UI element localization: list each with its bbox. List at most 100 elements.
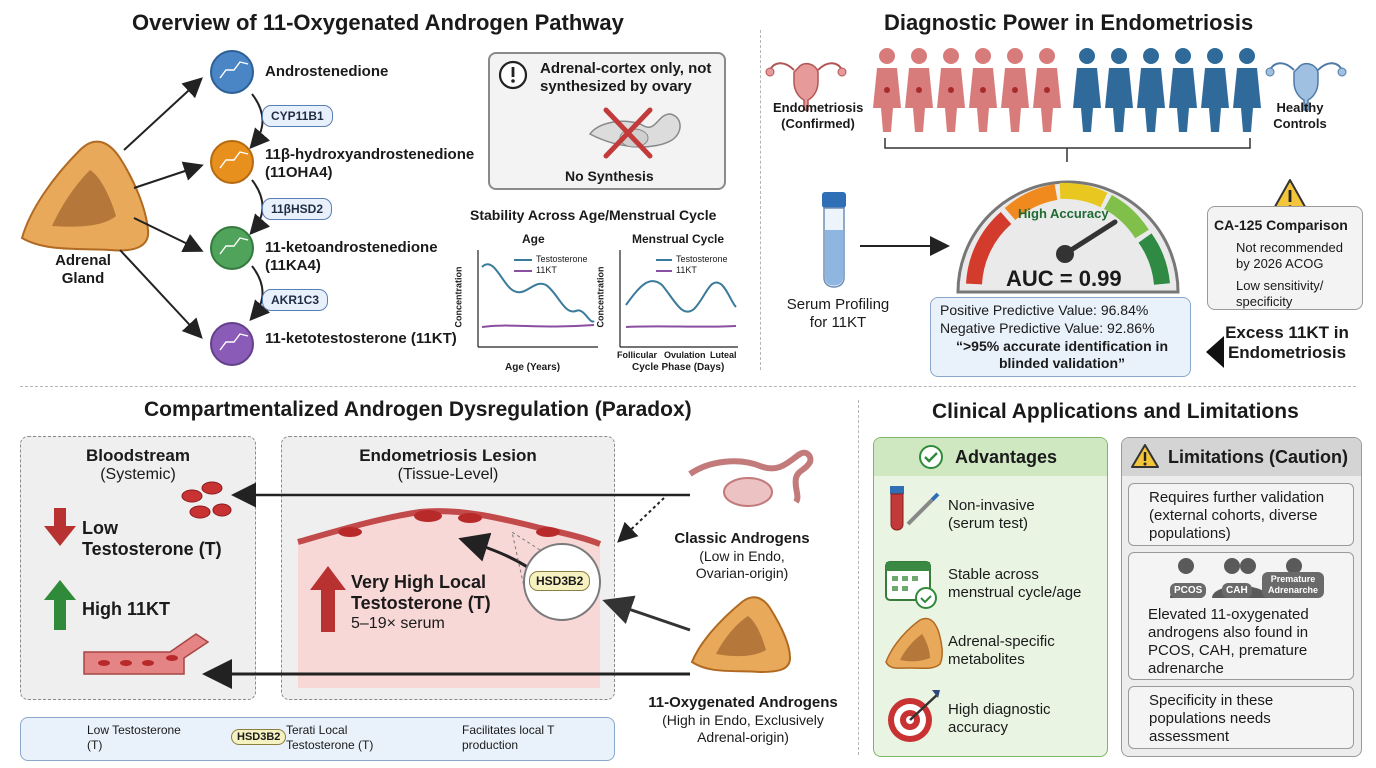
legend-dotted-label: Facilitates local T production	[462, 723, 555, 752]
age-legend-testosterone: Testosterone	[536, 254, 588, 264]
cycle-legend-testosterone: Testosterone	[676, 254, 728, 264]
high-11kt-up-arrow-icon	[44, 580, 76, 630]
middle-divider-horizontal	[20, 386, 1356, 387]
androstenedione-sphere	[210, 50, 254, 94]
limitation-1: Requires further validation (external co…	[1128, 483, 1354, 546]
classic-androgens-title: Classic Androgens	[674, 530, 810, 547]
diagnostic-title: Diagnostic Power in Endometriosis	[884, 10, 1254, 35]
endo-group-label: Endometriosis (Confirmed)	[773, 100, 864, 131]
very-high-local-t-label: Very High Local Testosterone (T)	[351, 572, 491, 613]
ca125-item-2: Low sensitivity/ specificity	[1236, 278, 1324, 309]
paradox-legend	[20, 717, 615, 761]
calendar-check-icon	[885, 561, 937, 609]
ca125-item-1: Not recommended by 2026 ACOG	[1236, 240, 1343, 271]
legend-terati-label: Terati Local Testosterone (T)	[286, 723, 374, 752]
bloodstream-title: Bloodstream	[86, 446, 190, 465]
badge-premature-adrenarche: Premature Adrenarche	[1262, 572, 1324, 598]
age-chart-title: Age	[522, 232, 545, 246]
metabolite-11kt: 11-ketotestosterone (11KT)	[265, 330, 457, 347]
advantage-icons	[885, 486, 943, 742]
cycle-11kt-line	[625, 325, 737, 328]
advantage-3: Adrenal-specific metabolites	[948, 633, 1055, 668]
uterus-control-icon	[1265, 62, 1347, 111]
legend-low-t-label: Low Testosterone (T)	[87, 723, 181, 752]
cycle-testosterone-line	[625, 280, 737, 313]
cycle-y-label: Concentration	[595, 266, 606, 328]
metabolite-11ohA4: 11β-hydroxyandrostenedione (11OHA4)	[265, 146, 475, 181]
syringe-tube-icon	[890, 486, 940, 531]
ovary-icon	[688, 449, 814, 507]
advantage-1: Non-invasive (serum test)	[948, 497, 1035, 532]
validation-quote: “>95% accurate identification in blinded…	[955, 338, 1168, 371]
cycle-tick-ovulation: Ovulation	[664, 350, 706, 360]
ca125-title: CA-125 Comparison	[1214, 217, 1348, 233]
excess-pointer-icon	[1206, 336, 1224, 368]
legend-hsd3b2-badge: HSD3B2	[231, 729, 287, 745]
bottom-divider-vertical	[858, 400, 859, 755]
limitations-title: Limitations (Caution)	[1168, 447, 1348, 467]
gauge-accuracy-label: High Accuracy	[1018, 206, 1109, 221]
age-testosterone-line	[481, 263, 595, 323]
advantage-2: Stable across menstrual cycle/age	[948, 566, 1082, 601]
lesion-title: Endometriosis Lesion	[359, 446, 537, 465]
pathway-title: Overview of 11-Oxygenated Androgen Pathw…	[132, 10, 624, 35]
endo-people-icons	[873, 48, 1061, 132]
cycle-chart-title: Menstrual Cycle	[632, 232, 725, 246]
age-11kt-line	[481, 324, 595, 328]
age-legend-11kt: 11KT	[536, 265, 557, 275]
paradox-graphics	[32, 449, 814, 751]
enzyme-akr1c3: AKR1C3	[262, 289, 329, 311]
low-testosterone-label: Low Testosterone (T)	[82, 518, 222, 559]
uterus-endo-icon	[765, 62, 847, 111]
lesion-tissue-icon	[297, 508, 602, 688]
auc-value: AUC = 0.99	[1006, 266, 1122, 291]
caution-icon	[1131, 444, 1159, 468]
serum-tube-icon	[822, 192, 846, 288]
adrenal-gland-icon-small	[885, 617, 943, 670]
age-x-label: Age (Years)	[505, 362, 561, 373]
ca125-box	[1207, 206, 1363, 310]
classic-androgens-subtitle: (Low in Endo, Ovarian-origin)	[695, 548, 789, 581]
11ohA4-sphere	[210, 140, 254, 184]
target-icon	[888, 690, 940, 742]
excess-11kt-label: Excess 11KT in Endometriosis	[1225, 323, 1349, 362]
stability-charts	[477, 250, 738, 348]
predictive-values-box	[930, 297, 1191, 377]
age-y-label: Concentration	[453, 266, 464, 328]
oxygenated-androgens-subtitle: (High in Endo, Exclusively Adrenal-origi…	[662, 712, 824, 745]
metabolite-11ka4: 11-ketoandrostenedione (11KA4)	[265, 239, 438, 274]
clinical-title: Clinical Applications and Limitations	[932, 400, 1299, 423]
crossed-ovary-icon	[588, 107, 681, 159]
11kt-sphere	[210, 322, 254, 366]
serum-label: Serum Profiling for 11KT	[786, 296, 890, 331]
cycle-legend-11kt: 11KT	[676, 265, 697, 275]
oxygenated-androgens-title: 11-Oxygenated Androgens	[648, 694, 838, 711]
ovary-note-text: Adrenal-cortex only, not synthesized by …	[540, 60, 712, 95]
adrenal-gland-small-icon	[690, 596, 792, 674]
limitation-3: Specificity in these populations needs a…	[1128, 686, 1354, 749]
paradox-title: Compartmentalized Androgen Dysregulation…	[144, 398, 692, 421]
enzyme-cyp11b1: CYP11B1	[262, 105, 333, 127]
badge-pcos: PCOS	[1170, 583, 1207, 598]
exclamation-icon	[498, 60, 528, 90]
ovary-note-box	[488, 52, 726, 190]
high-11kt-label: High 11KT	[82, 599, 171, 619]
control-people-icons	[1073, 48, 1261, 132]
11ka4-sphere	[210, 226, 254, 270]
cycle-tick-follicular: Follicular	[617, 350, 658, 360]
limitations-header-bg	[1122, 438, 1361, 476]
control-group-label: Healthy Controls	[1273, 100, 1327, 131]
diagnostic-graphics	[765, 48, 1347, 368]
enzyme-11bhsd2: 11βHSD2	[262, 198, 333, 220]
advantages-header-bg	[874, 438, 1107, 476]
metabolite-androstenedione: Androstenedione	[265, 63, 389, 80]
check-circle-icon	[919, 445, 943, 469]
hsd3b2-badge: HSD3B2	[529, 571, 591, 591]
adrenal-gland-label: Adrenal Gland	[55, 252, 111, 287]
limitation-2: Elevated 11-oxygenated androgens also fo…	[1148, 606, 1309, 677]
badge-cah: CAH	[1222, 583, 1252, 598]
bloodstream-subtitle: (Systemic)	[100, 466, 176, 483]
fold-serum-label: 5–19× serum	[351, 615, 445, 632]
no-synthesis-label: No Synthesis	[565, 168, 654, 184]
advantages-title: Advantages	[955, 447, 1058, 467]
